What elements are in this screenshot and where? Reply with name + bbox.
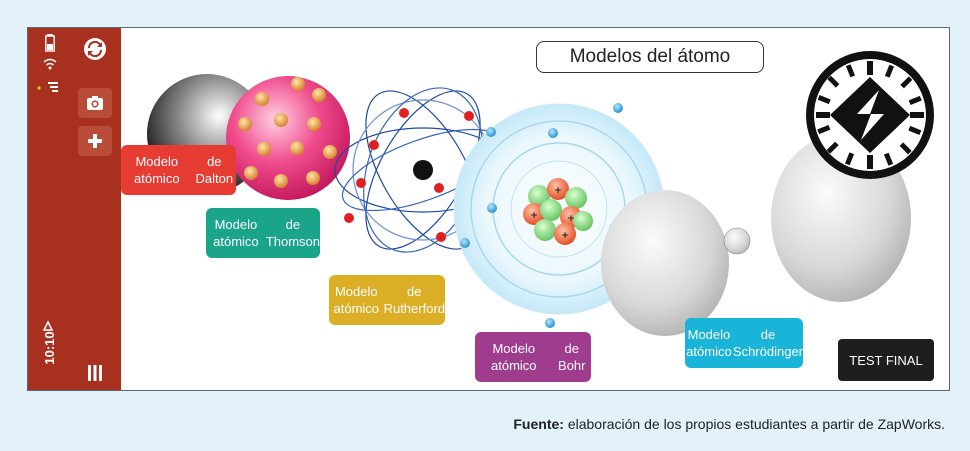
svg-text:+: +: [530, 211, 538, 221]
alarm-icon: [42, 320, 54, 331]
svg-text:+: +: [567, 214, 575, 224]
menu-icon: [88, 365, 102, 381]
zapworks-logo[interactable]: [806, 51, 934, 179]
camera-icon: [87, 96, 103, 110]
wifi-icon: [43, 58, 57, 70]
source-caption: Fuente: elaboración de los propios estud…: [513, 416, 945, 432]
add-button[interactable]: [78, 126, 112, 156]
clock-time: 10:10: [41, 331, 57, 365]
ar-scene: + + + +: [121, 28, 949, 390]
refresh-icon: [84, 38, 106, 60]
plus-icon: [88, 134, 102, 148]
thomson-sphere[interactable]: [226, 76, 350, 200]
atom-models-illustration: + + + +: [147, 51, 934, 336]
camera-button[interactable]: [78, 88, 112, 118]
page-title: Modelos del átomo: [536, 41, 764, 73]
svg-text:+: +: [554, 186, 562, 196]
caption-source-text: elaboración de los propios estudiantes a…: [563, 416, 945, 432]
battery-icon: [45, 34, 55, 52]
refresh-button[interactable]: [80, 34, 110, 64]
svg-text:+: +: [561, 231, 569, 241]
test-final-button[interactable]: TEST FINAL: [838, 339, 934, 381]
caption-source-label: Fuente:: [513, 416, 564, 432]
signal-icon: [37, 82, 58, 92]
app-screen: 10:10: [27, 27, 950, 391]
rutherford-nucleus: [413, 160, 433, 180]
bohr-nucleus: + + + +: [523, 178, 593, 245]
status-sidebar: 10:10: [28, 28, 121, 390]
system-status-column: 10:10: [28, 28, 68, 390]
menu-button[interactable]: [78, 358, 112, 388]
